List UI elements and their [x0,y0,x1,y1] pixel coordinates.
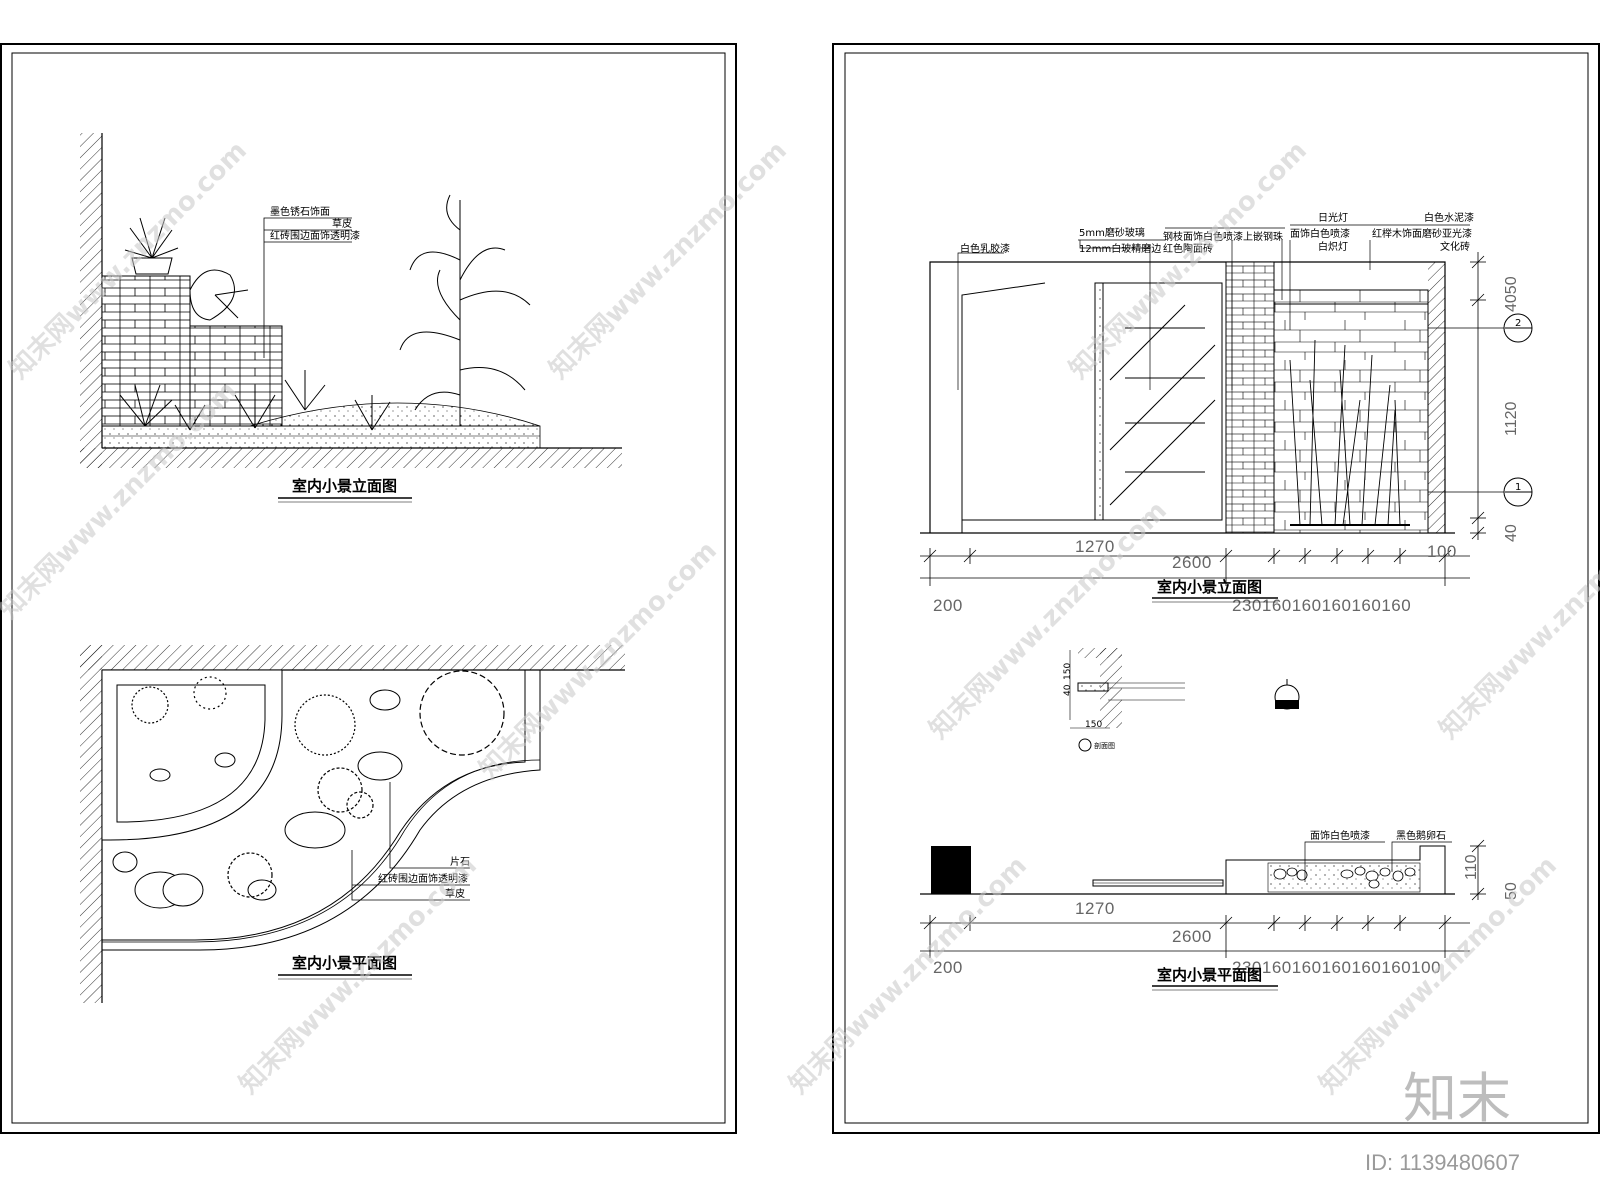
left-plan-drawing: 片石 红砖围边面饰透明漆 草皮 [80,645,625,1003]
watermark-layer: 知末网www.znzmo.com 知末网www.znzmo.com 知末网www… [0,136,1600,1100]
watermark-brand: 知末 [1403,1067,1511,1130]
label-spotlight: 白炽灯 [1318,240,1348,253]
left-sheet: 墨色锈石饰面 草皮 红砖围边面饰透明漆 室内小景立面图 [0,43,737,1134]
label-culture-brick: 文化砖 [1440,240,1470,253]
right-dim-4050: 4050 [1503,276,1520,312]
left-elev-label-1: 草皮 [332,217,352,230]
right-dim-40: 40 [1503,524,1520,542]
elev-dim-200: 200 [933,596,963,615]
right-elevation-drawing: 白色乳胶漆 5mm磨砂玻璃 12mm白玻精磨边 钢枝面饰白色喷漆上嵌钢珠 红色陶… [920,211,1533,615]
label-white-latex: 白色乳胶漆 [960,242,1010,255]
section-marker-2-label: 2 [1515,318,1521,329]
right-dim-1120: 1120 [1503,401,1520,436]
section-marker-1-label: 1 [1515,482,1521,493]
elev-dim-series: 230160160160160160 [1232,596,1411,615]
elev-dim-1270: 1270 [1075,537,1115,556]
right-plan-drawing: 面饰白色喷漆 黑色鹅卵石 110 50 [920,829,1520,977]
right-sheet-inner-frame [844,52,1589,1124]
label-steel-branch: 钢枝面饰白色喷漆上嵌钢珠 [1163,230,1283,243]
plan-label-pebbles: 黑色鹅卵石 [1396,829,1446,842]
left-plan-label-2: 草皮 [445,887,465,900]
plan-dim-series: 230160160160160160100 [1232,958,1441,977]
plan-dim-2600: 2600 [1172,927,1212,946]
plan-dim-50: 50 [1503,882,1520,900]
section-label: 剖面图 [1094,741,1115,750]
section-detail: 150 40 150 剖面图 [1063,648,1300,752]
watermark-text: 知末网www.znzmo.com [544,136,793,385]
left-elev-label-2: 红砖围边面饰透明漆 [270,229,360,242]
elev-dim-100: 100 [1427,542,1457,561]
right-elevation-title: 室内小景立面图 [1157,578,1262,596]
label-daylight: 日光灯 [1318,211,1348,224]
plan-label-white-spray: 面饰白色喷漆 [1310,829,1370,842]
watermark-id: ID: 1139480607 [1365,1150,1520,1175]
left-plan-label-0: 片石 [450,855,470,868]
left-sheet-inner-frame [11,52,726,1124]
plan-dim-200: 200 [933,958,963,977]
label-red-wood: 红榉木饰面磨砂亚光漆 [1372,227,1472,240]
right-plan-title: 室内小景平面图 [1157,966,1262,984]
plan-black-block [931,846,971,894]
right-sheet: 白色乳胶漆 5mm磨砂玻璃 12mm白玻精磨边 钢枝面饰白色喷漆上嵌钢珠 红色陶… [832,43,1600,1134]
label-frosted-glass: 5mm磨砂玻璃 [1079,226,1145,239]
left-plan-label-1: 红砖围边面饰透明漆 [378,872,468,885]
label-white-cement: 白色水泥漆 [1424,211,1474,224]
left-elevation-title: 室内小景立面图 [292,477,397,495]
label-white-glass: 12mm白玻精磨边 [1079,242,1161,255]
left-plan-title: 室内小景平面图 [292,954,397,972]
label-white-spray: 面饰白色喷漆 [1290,227,1350,240]
right-sheet-outer-frame [832,43,1600,1134]
left-sheet-outer-frame [0,43,737,1134]
plan-dim-110: 110 [1463,854,1480,880]
left-elevation-drawing: 墨色锈石饰面 草皮 红砖围边面饰透明漆 [80,133,622,468]
plan-dim-1270: 1270 [1075,899,1115,918]
watermark-text: 知末网www.znzmo.com [784,851,1033,1100]
label-red-brick: 红色陶面砖 [1163,242,1213,255]
section-dim-150-a: 150 [1063,663,1073,680]
left-elev-label-0: 墨色锈石饰面 [270,205,330,218]
section-dim-150-b: 150 [1085,720,1102,730]
elev-dim-2600: 2600 [1172,553,1212,572]
section-dim-40: 40 [1063,684,1073,696]
